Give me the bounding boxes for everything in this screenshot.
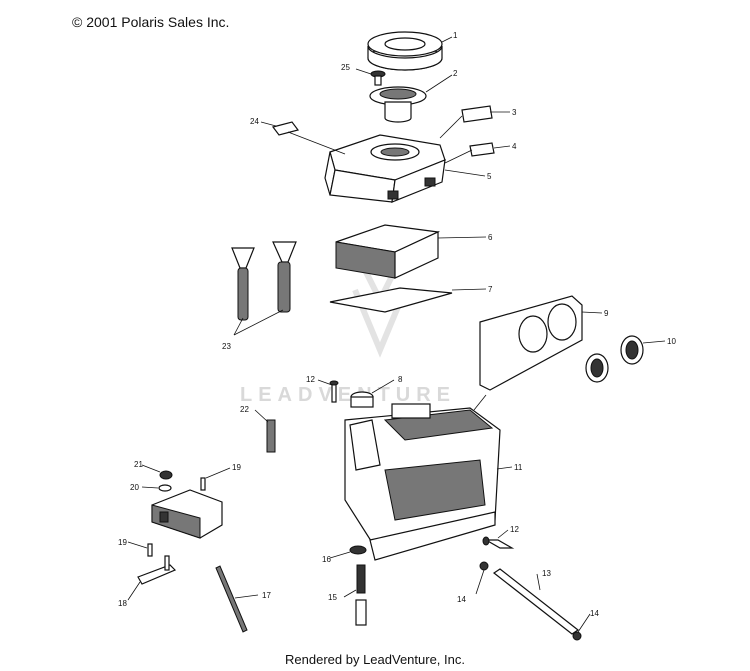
part-23-intake-tubes [231,241,297,321]
callout-17: 17 [262,591,271,600]
callout-25: 25 [341,63,350,72]
callout-14-left: 14 [457,595,466,604]
callout-23: 23 [222,342,231,351]
part-13-rod [492,568,580,635]
callout-10: 10 [667,337,676,346]
callout-5: 5 [487,172,492,181]
part-2-intake-adapter [369,86,427,123]
callout-14-right: 14 [590,609,599,618]
footer-credit: Rendered by LeadVenture, Inc. [285,652,465,667]
part-14-nut-lower [572,631,582,641]
part-1-foam-ring [367,31,443,71]
callout-22: 22 [240,405,249,414]
callout-15: 15 [328,593,337,602]
part-11-airbox-body [344,403,501,561]
callout-20: 20 [130,483,139,492]
part-8-cap [350,391,374,408]
part-4-decal [469,142,495,157]
callout-7: 7 [488,285,493,294]
part-16-grommet [349,545,367,555]
callout-21: 21 [134,460,143,469]
leader-lines [127,36,666,633]
callout-16: 16 [322,555,331,564]
callout-9: 9 [604,309,609,318]
callout-24: 24 [250,117,259,126]
part-19-screw [200,477,206,491]
part-12-bolt-top [329,380,339,403]
callout-4: 4 [512,142,517,151]
part-6-filter-element [335,224,441,279]
callout-12-lower: 12 [510,525,519,534]
part-5-airbox-cover [324,134,446,203]
callout-labels: 1 2 3 4 5 6 7 8 9 10 11 12 12 13 14 14 1… [118,31,676,618]
part-20-washer [158,484,172,492]
part-10-boots [585,335,644,383]
part-17-strap [215,565,248,633]
part-18-stud [164,555,170,571]
callout-3: 3 [512,108,517,117]
part-14-nut [479,561,489,571]
part-21-nut [159,470,173,480]
callout-19-lower: 19 [118,538,127,547]
callout-1: 1 [453,31,458,40]
part-9-filter-frame [479,295,583,391]
part-12-bolt-lower [482,536,515,549]
part-24-label [271,121,300,136]
part-25-screw [370,70,386,86]
callout-18: 18 [118,599,127,608]
part-7-gasket [329,287,453,313]
control-module [151,489,223,539]
part-22-clip [266,419,276,453]
copyright-text: © 2001 Polaris Sales Inc. [72,14,230,30]
callout-8: 8 [398,375,403,384]
watermark-text: LEADVENTURE [240,384,457,406]
callout-13: 13 [542,569,551,578]
callout-11: 11 [514,463,523,472]
callout-2: 2 [453,69,458,78]
part-19-screw-lower [147,543,153,557]
callout-19-top: 19 [232,463,241,472]
part-3-decal [461,105,493,123]
callout-6: 6 [488,233,493,242]
callout-12-top: 12 [306,375,315,384]
part-15-drain-valve [355,564,367,626]
